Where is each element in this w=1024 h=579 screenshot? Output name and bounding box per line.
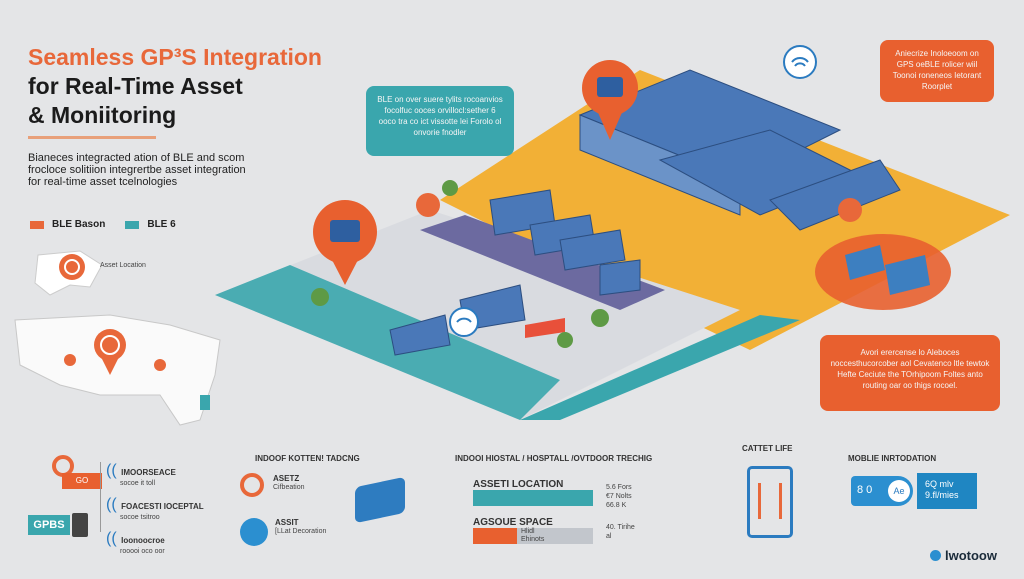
brand-icon [930,550,941,561]
asset-location-bar [473,490,593,506]
battery-icon [747,466,793,538]
stat: 9.fl/mies [925,490,959,500]
asset-icon [240,518,268,546]
stat: 6Q mlv [925,479,954,489]
callout-teal: BLE on over suere tylits rocoanvios foco… [366,86,514,156]
wifi-icon [783,45,817,79]
indoor-item-title: ASSIT [275,518,299,527]
item-sub: socoe tsitroo [120,514,160,521]
legend-label: BLE Bason [52,219,106,230]
indoor-item-title: ASETZ [273,474,300,483]
item-title: Ioonoocroe [121,536,165,545]
bar-inner-text: Hlidl [521,528,535,535]
indoor-item-sub: Cifbeation [273,484,305,491]
gps-badge: GPBS [28,515,70,535]
us-map [14,250,221,426]
location-pin-icon [94,329,126,375]
mobile-badge: Ae [888,480,910,502]
stat: 66.8 K [606,502,627,509]
title-line-2: for Real-Time Asset [28,73,243,99]
indoor-heading: INDOOF KOTTEN! TADCNG [255,454,360,463]
location-pin-icon [59,254,85,280]
legend-swatch-ble [125,220,140,229]
bar-label: ASSETI LOCATION [473,479,564,490]
battery-heading: CATTET LIFE [742,444,793,453]
highlight-zone [815,234,951,310]
mobile-heading: MOBLIE INRTODATION [848,454,937,463]
location-pin-icon [582,60,638,140]
hospital-heading: INDOOI HIOSTAL / HOSPTALL /OVTDOOR TRECH… [455,454,653,463]
bar-inner-text: Ehinots [521,536,545,543]
stat: al [606,533,612,540]
item-sub: socoe it toll [120,480,156,487]
title-line-3: & Moniitoring [28,102,177,128]
stat: 5.6 Fors [606,484,632,491]
legend-swatch-ble-beacon [30,220,44,229]
callout-orange-top: Aniecrize Inoloeoom on GPS oeBLE rolicer… [880,40,994,102]
item-sub: rooooi oco oor [120,548,165,555]
bar-stats: 40. Tirihe al [606,523,635,541]
location-pin-icon [313,200,377,285]
bar-fill [473,528,518,544]
divider [100,462,101,532]
asset-location-label: Asset Location [100,262,146,269]
title-underline [28,136,156,139]
item-title: IMOORSEACE [121,468,176,477]
stat: €7 Nolts [606,493,632,500]
title-line-1: Seamless GP³S Integration [28,44,322,70]
legend-label: BLE 6 [147,219,176,230]
wifi-icon [449,307,479,337]
mobile-display: 8 0 Ae [851,476,913,506]
brand-name: lwotoow [945,548,997,563]
item-title: FOACESTI IOCEPTAL [121,502,204,511]
legend: BLE Bason BLE 6 [30,219,176,230]
beacon-tag: GO [62,473,102,489]
bar-stats: 5.6 Fors €7 Nolts 66.8 K [606,483,632,510]
location-pin-icon [416,193,862,222]
gps-device-icon [72,513,88,537]
callout-orange-right: Avori erercense lo Aleboces noccesthucor… [820,335,1000,411]
stat: 40. Tirihe [606,524,635,531]
brand-logo: lwotoow [930,548,997,563]
bar-label: AGSOUE SPACE [473,517,553,528]
bar-fill [473,490,593,506]
beacon-icon [240,473,264,497]
indoor-item-sub: [LLat Decoration [275,528,327,535]
display-value: 8 0 [857,484,873,496]
description: Bianeces integracted ation of BLE and sc… [28,152,246,188]
